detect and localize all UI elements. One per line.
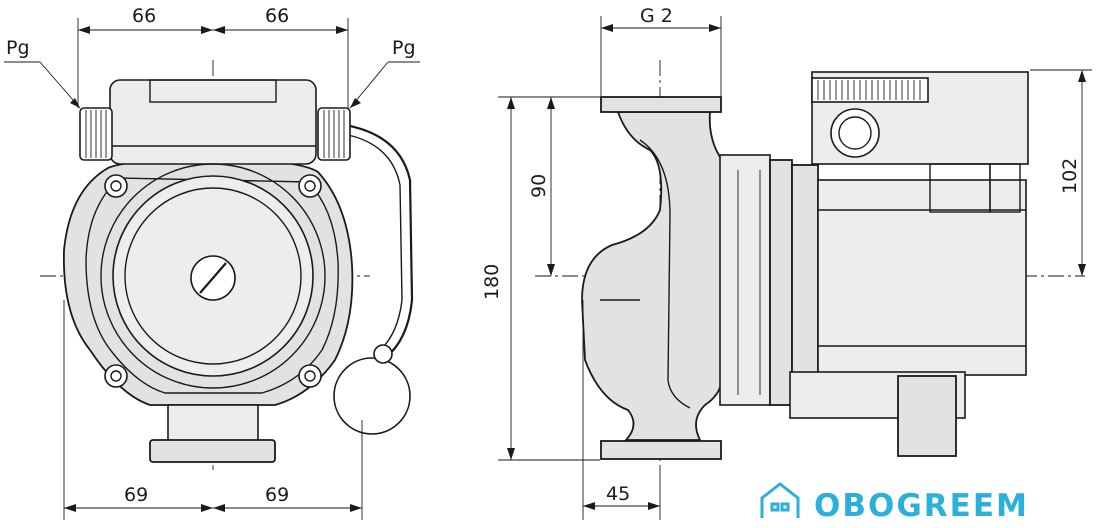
bolt-top-right bbox=[298, 174, 322, 198]
terminal-box bbox=[333, 357, 411, 435]
dim-height-motor: 102 bbox=[1059, 158, 1081, 194]
dim-front-top-left: 66 bbox=[132, 5, 156, 27]
label-pg-left: Pg bbox=[6, 37, 30, 59]
dim-front-bottom-right: 69 bbox=[265, 484, 289, 506]
flange-side-bottom bbox=[600, 440, 722, 460]
dim-front-top-right: 66 bbox=[265, 5, 289, 27]
dim-thread: G 2 bbox=[640, 5, 673, 27]
front-view: 66 66 Pg Pg 69 69 bbox=[4, 5, 420, 520]
brand-logo: OBOGREEM bbox=[760, 482, 1029, 524]
bolt-top-left bbox=[104, 174, 128, 198]
cable-gland-side bbox=[830, 108, 880, 158]
bolt-bottom-right bbox=[298, 364, 322, 388]
label-pg-right: Pg bbox=[392, 37, 416, 59]
dim-front-bottom-left: 69 bbox=[124, 484, 148, 506]
cable bbox=[344, 123, 414, 359]
logo-text: OBOGREEM bbox=[814, 488, 1029, 524]
dim-height-center: 90 bbox=[528, 174, 550, 198]
control-head-front bbox=[109, 79, 317, 165]
motor-flange-side bbox=[769, 159, 793, 406]
dim-offset: 45 bbox=[606, 483, 630, 505]
pump-head-side bbox=[719, 154, 771, 406]
flange-side-top bbox=[600, 96, 722, 113]
bolt-bottom-left bbox=[104, 364, 128, 388]
pump-body-side bbox=[581, 111, 723, 441]
dim-height-total: 180 bbox=[481, 264, 503, 300]
flange-front-stem bbox=[167, 404, 259, 442]
side-view: G 2 180 90 102 45 bbox=[481, 5, 1092, 520]
house-icon bbox=[760, 482, 800, 518]
flange-front bbox=[149, 439, 276, 463]
